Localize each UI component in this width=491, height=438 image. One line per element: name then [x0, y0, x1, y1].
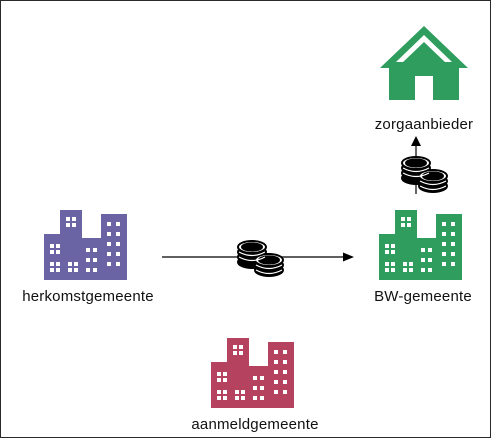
- origin-municipality-node: herkomstgemeente: [20, 208, 156, 305]
- origin-municipality-label: herkomstgemeente: [22, 288, 154, 305]
- arrow-head: [343, 252, 354, 262]
- coins-icon: [401, 156, 448, 193]
- house-icon: [380, 26, 468, 100]
- care-provider-label: zorgaanbieder: [374, 116, 474, 133]
- bw-municipality-node: BW-gemeente: [355, 208, 491, 305]
- bw-municipality-label: BW-gemeente: [374, 288, 472, 305]
- registration-municipality-label: aanmeldgemeente: [191, 416, 319, 433]
- care-provider-node: zorgaanbieder: [362, 22, 486, 133]
- arrow-head: [411, 136, 421, 146]
- city-buildings-icon: [211, 338, 294, 408]
- city-buildings-icon: [44, 210, 127, 280]
- coins-icon: [237, 240, 284, 277]
- registration-municipality-node: aanmeldgemeente: [187, 336, 323, 433]
- city-buildings-icon: [379, 210, 462, 280]
